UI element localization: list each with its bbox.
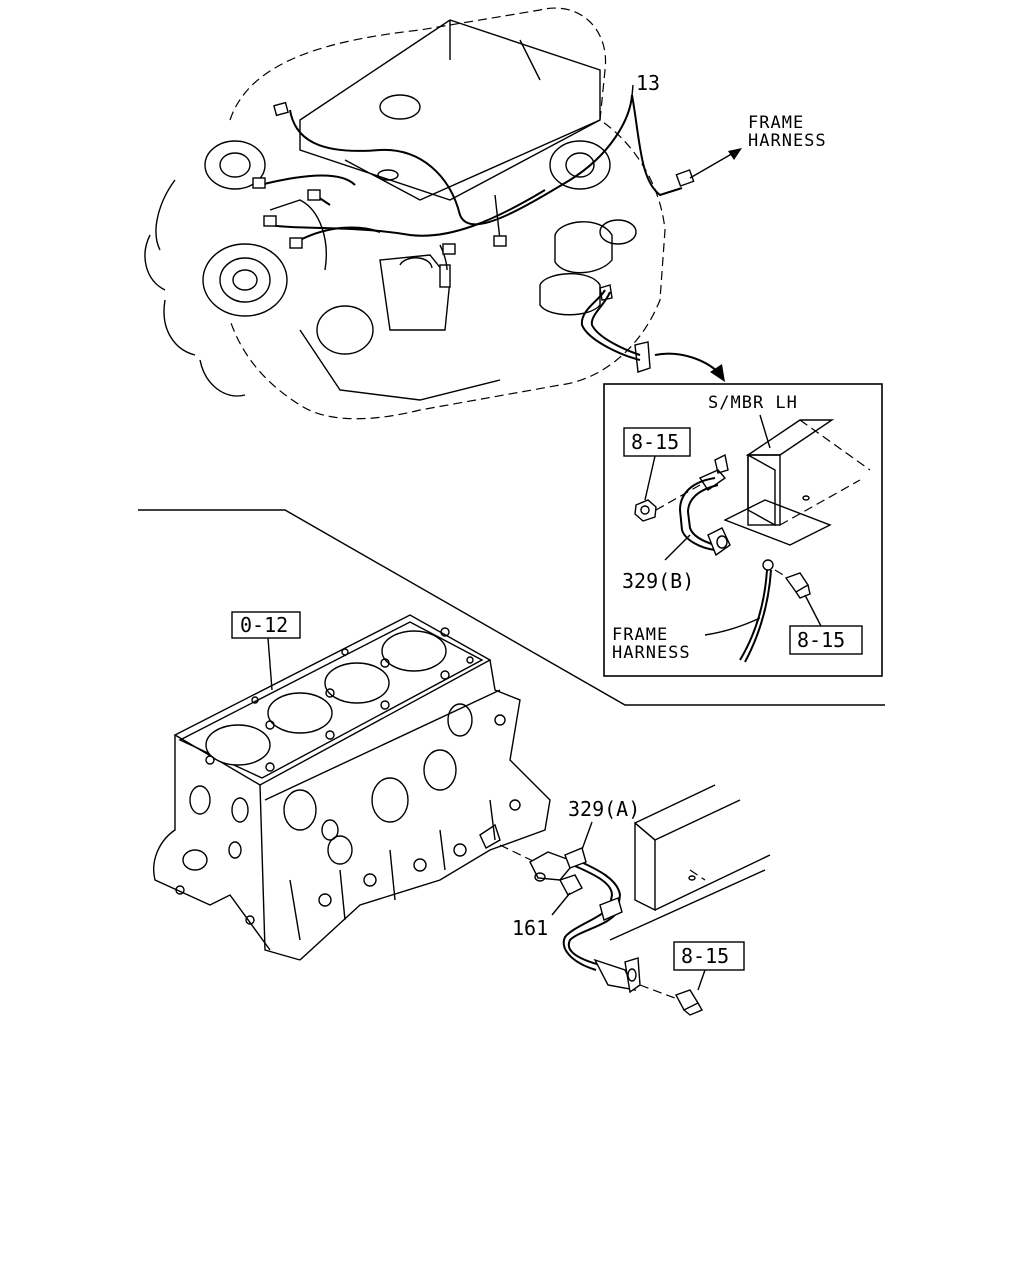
ref-box-8-15-a: 8-15	[631, 430, 679, 454]
frame-channel-bottom	[609, 784, 771, 941]
ref-box-8-15-c: 8-15	[681, 944, 729, 968]
label-part-329b: 329(B)	[622, 569, 694, 593]
ref-box-0-12: 0-12	[240, 613, 288, 637]
inset-arrow-head-icon	[710, 364, 725, 382]
frame-harness-arrow	[689, 151, 736, 179]
ground-cable-329a: 329(A) 161 8-15	[499, 797, 745, 1016]
label-part-13: 13	[636, 71, 660, 95]
label-frame-harness-top-2: HARNESS	[748, 131, 827, 151]
label-frame-harness-top-1: FRAME	[748, 113, 804, 133]
label-frame-harness-inset-2: HARNESS	[612, 643, 691, 663]
label-part-161: 161	[512, 916, 548, 940]
inset-pointer-arrow	[654, 352, 719, 373]
cylinder-block: 0-12	[153, 611, 551, 961]
label-part-329a: 329(A)	[568, 797, 640, 821]
arrow-head-icon	[728, 148, 742, 160]
engine-assembly-top	[144, 7, 695, 420]
inset-detail-box: S/MBR LH 8-15 329(B) 8-	[603, 383, 883, 677]
label-frame-harness-inset-1: FRAME	[612, 625, 668, 645]
ref-box-8-15-b: 8-15	[797, 628, 845, 652]
section-divider	[138, 509, 885, 706]
leader-13	[631, 84, 634, 97]
label-smbr-lh: S/MBR LH	[708, 393, 798, 413]
